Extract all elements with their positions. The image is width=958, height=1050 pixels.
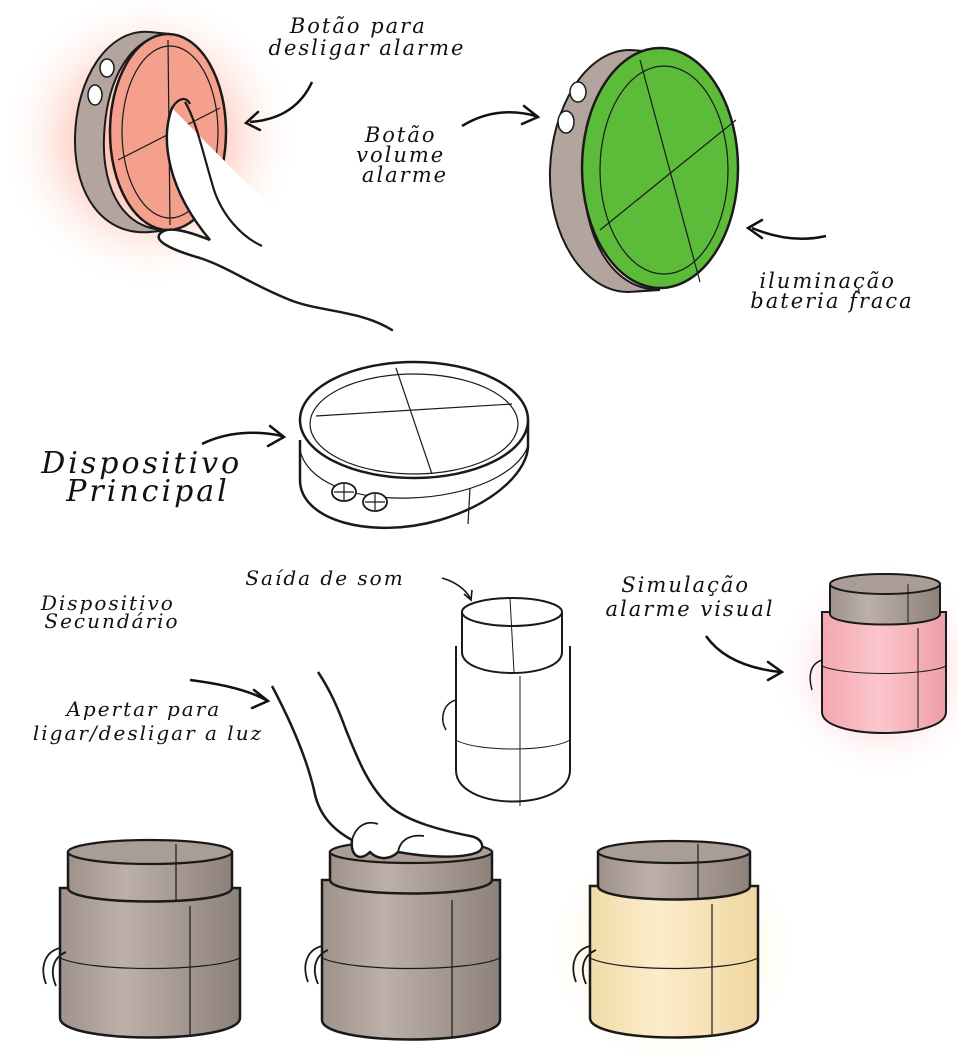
label-desligar-alarme: Botão para desligar alarme [269, 14, 492, 60]
label-line: bateria fraca [750, 289, 913, 313]
label-line: Apertar para [64, 697, 221, 721]
label-line: alarme [362, 163, 448, 187]
volume-button-icon [100, 59, 114, 77]
label-line: ligar/desligar a luz [33, 721, 263, 745]
label-dispositivo-secundario: Dispositivo Secundário [40, 591, 183, 633]
arrow-icon [706, 636, 780, 672]
cylinder-body [590, 886, 758, 1038]
main-device [300, 362, 528, 528]
label-saida-de-som: Saída de som [245, 566, 404, 590]
label-line: Saída de som [245, 566, 404, 590]
secondary-device-outline [443, 598, 570, 806]
label-dispositivo-principal: Dispositivo Principal [40, 446, 255, 509]
volume-button-icon [558, 111, 574, 133]
hand-pressing-icon [272, 672, 482, 858]
secondary-device-light-on [542, 830, 802, 1050]
cylinder-body [60, 888, 240, 1038]
arrow-icon [752, 228, 826, 239]
secondary-device-off [43, 840, 240, 1038]
arrow-icon [202, 433, 282, 444]
label-apertar-luz: Apertar para ligar/desligar a luz [33, 697, 263, 745]
volume-button-icon [88, 85, 102, 105]
label-line: Simulação [621, 573, 750, 597]
visual-alarm-device [772, 560, 958, 780]
low-battery-device [550, 48, 738, 292]
label-line: Botão para [289, 14, 427, 38]
cylinder-body [322, 880, 500, 1040]
label-line: desligar alarme [269, 36, 466, 60]
label-volume-alarme: Botão volume alarme [356, 123, 454, 187]
visual-alarm-body [822, 612, 946, 733]
volume-button-icon [570, 82, 586, 102]
sound-output-top [462, 598, 562, 626]
label-line: Principal [65, 474, 230, 509]
label-simulacao-alarme-visual: Simulação alarme visual [606, 573, 775, 621]
label-line: alarme visual [606, 597, 775, 621]
label-bateria-fraca: iluminação bateria fraca [750, 269, 913, 313]
label-line: Secundário [44, 609, 179, 633]
battery-light-face [582, 48, 738, 288]
